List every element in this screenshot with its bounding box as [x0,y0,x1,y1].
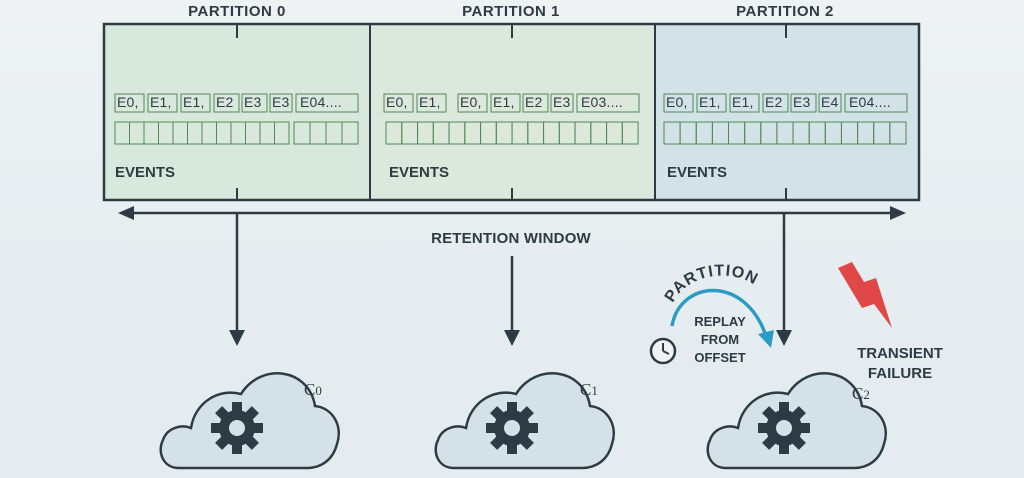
slot-grid-1 [385,121,639,145]
event-token: E3 [272,94,290,110]
event-token: E0, [666,94,688,110]
failure-line-2: FAILURE [867,365,933,382]
replay-label: REPLAY FROM OFFSET [678,313,762,367]
retention-window-label: RETENTION WINDOW [431,230,591,247]
failure-line-1: TRANSIENT [857,345,943,362]
event-token: E1, [732,94,754,110]
gear-icon [486,402,538,454]
flow-arrow-0 [229,214,245,346]
consumer-label-1: C1 [580,380,598,399]
replay-arc-label: PARTITION [662,262,761,305]
events-label-0: EVENTS [115,164,176,181]
event-token: E1, [419,94,441,110]
clock-icon [649,337,677,365]
replay-line-3: OFFSET [694,350,746,365]
consumer-label-2: C2 [852,384,870,403]
event-token: E2 [525,94,543,110]
event-token: E04.... [300,94,342,110]
event-token: E2 [216,94,234,110]
event-slot [274,121,290,145]
failure-label: TRANSIENT FAILURE [842,344,958,384]
event-sequence-row-2 [663,93,908,113]
event-token: E0, [386,94,408,110]
event-token: E03.... [581,94,623,110]
event-token: E0, [460,94,482,110]
event-slot [341,121,359,145]
event-token: E1, [493,94,515,110]
event-sequence-row-1 [383,93,640,113]
events-label-2: EVENTS [667,164,728,181]
replay-line-2: FROM [700,332,740,347]
event-slot [621,121,639,145]
event-token: E0, [117,94,139,110]
slot-grid-0 [114,121,359,145]
event-token: E2 [765,94,783,110]
consumer-label-0: C0 [304,380,322,399]
partition-title-2: PARTITION 2 [736,3,834,20]
event-slot [889,121,907,145]
event-token: E3 [244,94,262,110]
event-token: E04.... [849,94,891,110]
retention-window-arrow [118,206,906,220]
replay-line-1: REPLAY [694,314,746,329]
consumer-cloud-0 [159,372,340,470]
consumer-cloud-2 [706,372,887,470]
flow-arrow-2 [776,214,792,346]
event-token: E3 [553,94,571,110]
lightning-icon [838,262,892,328]
event-token: E1, [183,94,205,110]
event-token: E4 [821,94,839,110]
gear-icon [211,402,263,454]
flow-arrow-1 [504,256,520,346]
event-token: E1, [150,94,172,110]
slot-grid-2 [663,121,907,145]
event-token: E1, [699,94,721,110]
partition-title-0: PARTITION 0 [188,3,286,20]
event-sequence-row-0 [114,93,359,113]
event-token: E3 [793,94,811,110]
events-label-1: EVENTS [389,164,450,181]
gear-icon [758,402,810,454]
partition-title-1: PARTITION 1 [462,3,560,20]
consumer-cloud-1 [434,372,615,470]
